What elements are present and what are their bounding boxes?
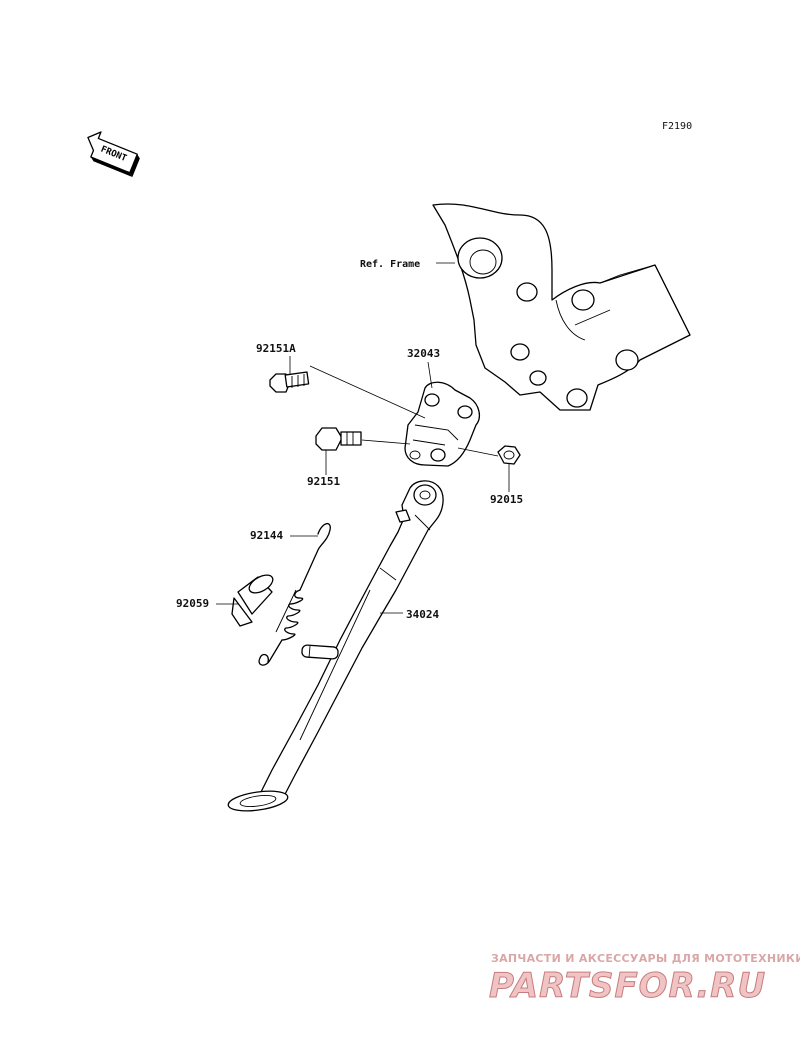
- collar-92059: [231, 574, 274, 627]
- front-arrow-icon: FRONT: [87, 131, 140, 178]
- part-label: 92151A: [256, 342, 296, 355]
- ref-frame-label: Ref. Frame: [360, 259, 420, 270]
- part-label: 32043: [407, 347, 440, 360]
- watermark-tagline: ЗАПЧАСТИ И АКСЕССУАРЫ ДЛЯ МОТОТЕХНИКИ: [491, 952, 800, 965]
- part-label: 92144: [250, 529, 283, 542]
- part-label: 34024: [406, 608, 439, 621]
- frame-reference: [432, 203, 691, 411]
- watermark-logo: PARTSFOR.RU: [489, 966, 766, 1006]
- part-label: 92059: [176, 597, 209, 610]
- stand-pin: [301, 644, 339, 660]
- nut-92015: [497, 445, 521, 465]
- bolt-92151: [315, 427, 362, 451]
- spring-92144: [258, 523, 331, 666]
- part-label: 92015: [490, 493, 523, 506]
- figure-code: F2190: [662, 121, 692, 132]
- part-label: 92151: [307, 475, 340, 488]
- sidestand-bracket: [404, 381, 481, 467]
- bolt-92151a: [269, 371, 310, 393]
